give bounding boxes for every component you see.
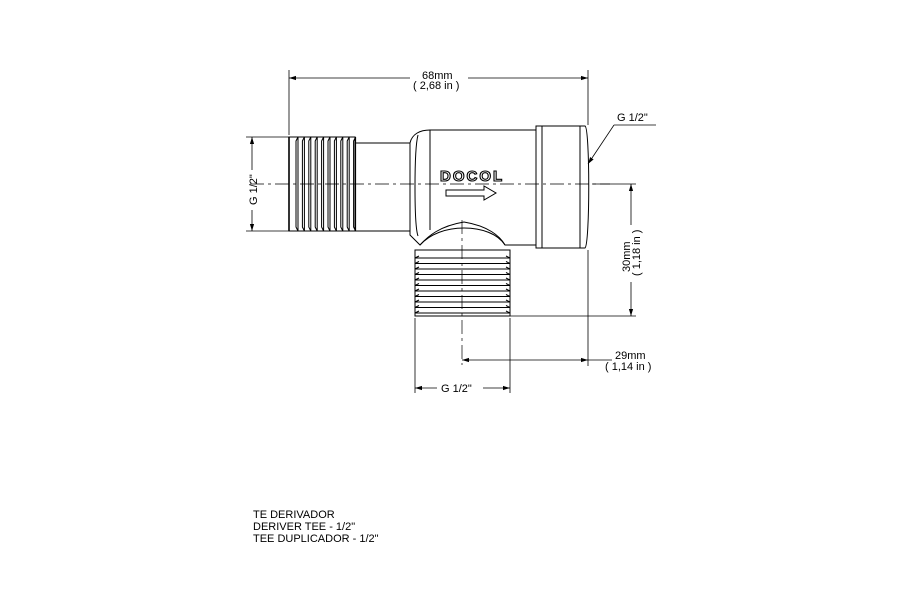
thread-crest (314, 136, 318, 232)
thread-crest (414, 266, 511, 270)
dim-branch-height-mm: 30mm (621, 241, 633, 272)
right-socket (535, 125, 590, 249)
thread-crest (414, 272, 511, 275)
dim-branch-offset-mm: 29mm (615, 350, 646, 362)
center-body (409, 129, 537, 246)
dim-branch-offset-in: ( 1,14 in ) (605, 361, 651, 373)
right-thread-label: G 1/2" (617, 112, 648, 124)
title-line-es: TEE DUPLICADOR - 1/2" (253, 533, 379, 545)
dim-overall-length-in: ( 2,68 in ) (413, 80, 459, 92)
thread-crest (353, 136, 357, 232)
dim-right-thread-leader (587, 124, 656, 165)
dim-branch-height-in: ( 1,18 in ) (631, 230, 643, 276)
thread-crest (327, 136, 331, 232)
dim-branch-height (510, 183, 636, 317)
title-line-en: DERIVER TEE - 1/2" (253, 521, 356, 533)
left-thread-crests (295, 136, 357, 232)
centerlines (250, 183, 610, 365)
thread-crest (414, 283, 511, 286)
thread-crest (414, 277, 511, 281)
thread-crest (414, 261, 511, 264)
dim-overall-length-mm: 68mm (422, 70, 453, 82)
thread-crest (295, 136, 299, 232)
thread-crest (340, 136, 344, 232)
title-line-pt: TE DERIVADOR (253, 509, 335, 521)
thread-crest (414, 288, 511, 292)
thread-crest (346, 136, 350, 232)
left-thread (288, 136, 410, 232)
dim-bottom-thread (414, 318, 511, 393)
thread-crest (414, 299, 511, 303)
thread-crest (414, 305, 511, 308)
thread-crest (321, 136, 325, 232)
bottom-thread-crests (414, 255, 511, 314)
thread-crest (301, 136, 305, 232)
thread-crest (308, 136, 312, 232)
dim-overall-length (288, 70, 589, 135)
thread-crest (414, 294, 511, 297)
dim-left-thread (246, 136, 289, 232)
thread-crest (414, 255, 511, 259)
left-thread-label: G 1/2" (248, 174, 260, 205)
thread-crest (333, 136, 337, 232)
bottom-thread-label: G 1/2" (441, 383, 472, 395)
flow-arrow-icon (445, 185, 497, 201)
tee-body (288, 125, 590, 317)
dim-branch-offset (462, 250, 612, 366)
brand-lettering: DOCOL (440, 168, 504, 185)
title-block: TE DERIVADOR DERIVER TEE - 1/2" TEE DUPL… (253, 509, 379, 545)
bottom-thread (414, 227, 511, 317)
thread-crest (414, 310, 511, 314)
